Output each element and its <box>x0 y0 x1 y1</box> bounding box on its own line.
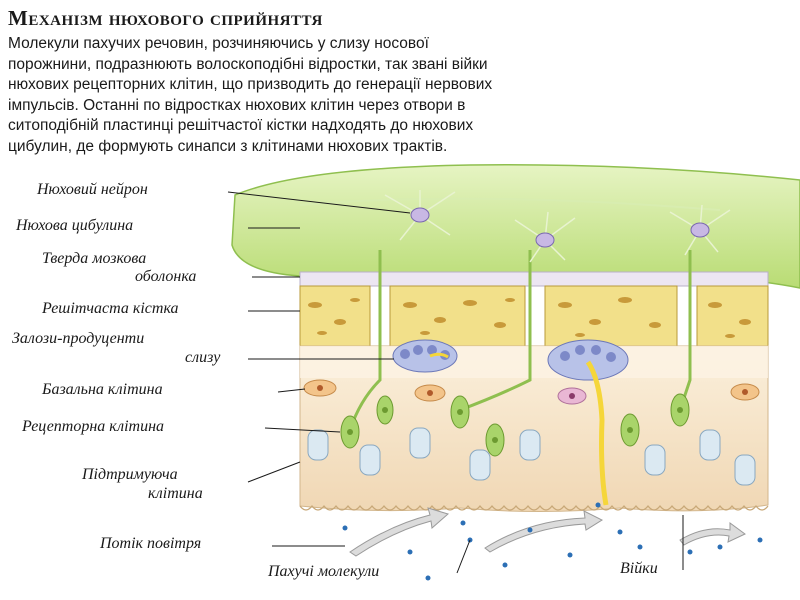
supporting-cells <box>307 427 756 486</box>
label-mucus-glands-2: слизу <box>185 349 221 366</box>
airflow-arrows <box>349 507 746 557</box>
ethmoid-bone <box>299 285 769 347</box>
description-line: порожнини, подразнюють волоскоподібні ві… <box>8 55 488 73</box>
odor-molecules <box>342 502 763 581</box>
basal-cells <box>303 379 760 405</box>
olfactory-neurons <box>384 190 731 263</box>
label-mucus-glands-1: Залози-продуценти <box>12 330 145 347</box>
label-dura-mater-1: Тверда мозкова <box>42 250 147 267</box>
cilia-fringe <box>299 505 769 511</box>
label-supporting-cell-1: Підтримуюча <box>82 466 178 483</box>
label-olfactory-neuron: Нюховий нейрон <box>37 181 148 198</box>
label-basal-cell: Базальна клітина <box>42 381 163 398</box>
label-cilia: Війки <box>620 560 658 577</box>
mucus-glands <box>392 339 629 506</box>
dura-mater-layer <box>299 271 769 287</box>
olfactory-bulb-shape <box>231 164 800 289</box>
label-olfactory-bulb: Нюхова цибулина <box>16 217 134 234</box>
description-line: нюхових рецепторних клітин, що призводит… <box>8 76 493 93</box>
description: Молекули пахучих речовин, розчиняючись у… <box>8 34 793 157</box>
description-line: цибулин, де формують синапси з клітинами… <box>8 137 448 155</box>
label-receptor-cell: Рецепторна клітина <box>22 418 165 435</box>
leader-lines <box>227 191 684 574</box>
label-odor-molecules: Пахучі молекули <box>268 563 380 580</box>
description-line: Молекули пахучих речовин, розчиняючись у… <box>8 35 429 52</box>
page-title: Механізм нюхового сприйняття <box>8 6 323 30</box>
description-line: ситоподібній пластинці решітчастої кістк… <box>8 117 474 134</box>
label-supporting-cell-2: клітина <box>148 485 203 502</box>
label-dura-mater-2: оболонка <box>135 268 197 285</box>
description-line: імпульсів. Останні по відростках нюхових… <box>8 96 466 114</box>
label-ethmoid-bone: Решітчаста кістка <box>42 300 179 317</box>
label-airflow: Потік повітря <box>100 535 202 552</box>
